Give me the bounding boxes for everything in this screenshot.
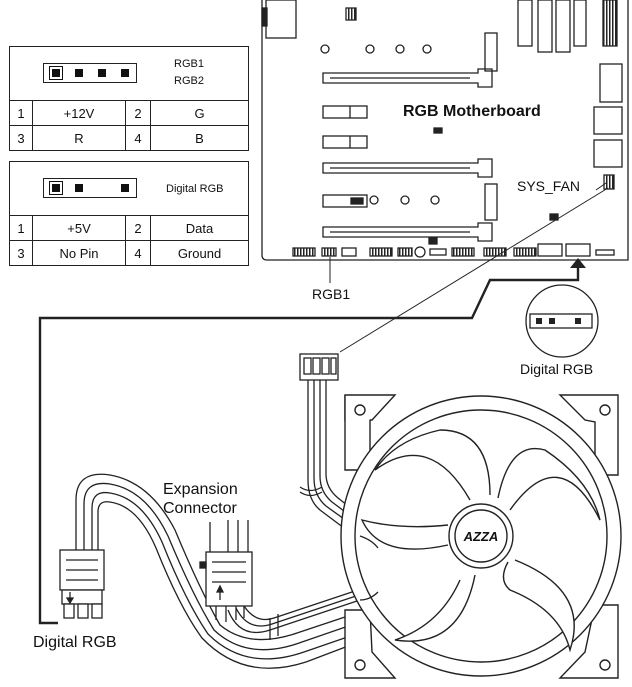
fan-connector [299,353,367,541]
pin-1 [49,181,63,195]
pin-signal: Data [185,220,214,236]
rgb-cables [75,473,365,669]
digital-rgb-header-label: Digital RGB [520,361,594,377]
table-row: 1 +12V 2 G [10,101,248,126]
pin-2 [75,184,83,192]
pin-number: 2 [126,101,151,125]
table-row: 3 R 4 B [10,126,248,150]
pin-3 [98,69,106,77]
fan [340,394,622,679]
motherboard-label: RGB Motherboard [403,103,541,120]
digital-rgb-connector [59,549,105,619]
pin-signal: No Pin [33,241,126,265]
pin-signal: G [194,105,205,121]
pin-4 [121,69,129,77]
digital-rgb-connector-label: Digital RGB [33,634,117,651]
pin-signal: B [195,130,204,146]
digital-rgb-pinout-table: Digital RGB 1 +5V 2 Data 3 No Pin 4 Grou… [9,161,249,266]
rgb-pin-connector [43,63,137,83]
label-rgb2: RGB2 [174,75,204,87]
expansion-connector-label-line2: Connector [163,500,237,517]
pin-number: 3 [10,126,33,150]
rgb1-label: RGB1 [312,286,351,302]
pin-number: 3 [10,241,33,265]
digital-rgb-pin-connector [43,178,137,198]
digital-rgb-header-callout [525,284,599,358]
rgb-header-diagram: RGB1 RGB2 [10,47,248,101]
sys-fan-label: SYS_FAN [517,178,581,194]
digital-rgb-header-label: Digital RGB [166,183,224,195]
expansion-connector-label-line1: Expansion [163,481,238,498]
cable-entry [359,535,379,601]
motherboard [261,0,629,261]
fan-logo-text: AZZA [463,529,499,544]
pin-signal: +5V [33,216,126,240]
pin-number: 1 [10,216,33,240]
pin-number: 1 [10,101,33,125]
pin-number: 4 [126,126,151,150]
pin-signal: +12V [33,101,126,125]
expansion-connector [199,520,253,622]
pin-number: 2 [126,216,151,240]
pin-signal: R [33,126,126,150]
pin-2 [75,69,83,77]
rgb-header-labels: RGB1 RGB2 [174,56,204,90]
pin-4 [121,184,129,192]
pin-1 [49,66,63,80]
pin-number: 4 [126,241,151,265]
label-rgb1: RGB1 [174,58,204,70]
pin-signal: Ground [177,245,222,261]
cable-lines [38,182,609,625]
table-row: 3 No Pin 4 Ground [10,241,248,265]
rgb-pinout-table: RGB1 RGB2 1 +12V 2 G 3 R 4 B [9,46,249,151]
table-row: 1 +5V 2 Data [10,216,248,241]
digital-rgb-header-diagram: Digital RGB [10,162,248,216]
